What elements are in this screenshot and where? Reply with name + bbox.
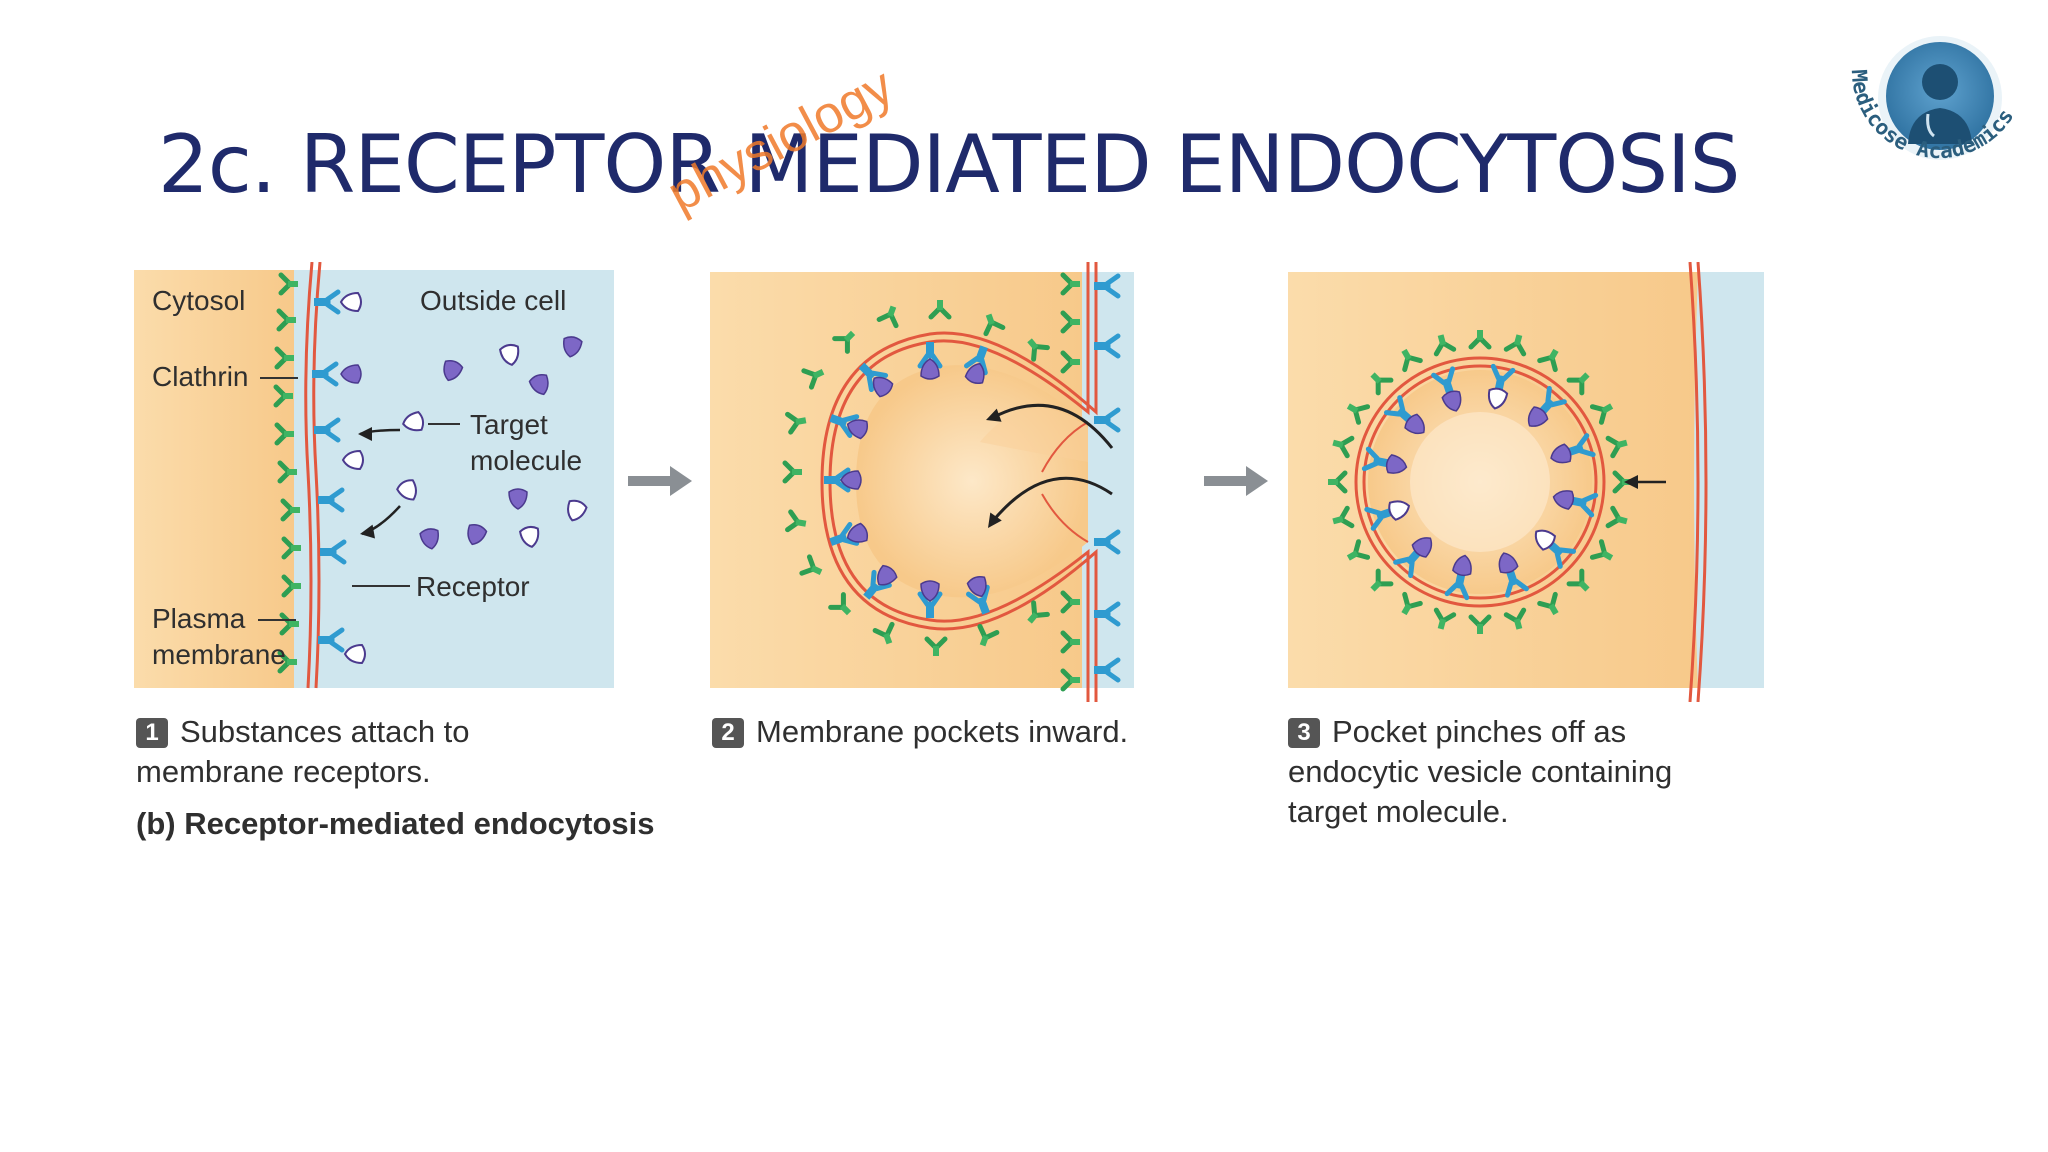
page-title: 2c. RECEPTOR MEDIATED ENDOCYTOSIS bbox=[158, 118, 1740, 211]
step-2-number: 2 bbox=[712, 718, 744, 748]
label-molecule: molecule bbox=[470, 445, 582, 476]
label-clathrin: Clathrin bbox=[152, 361, 248, 392]
panel-3-vesicle bbox=[1288, 262, 1764, 702]
label-target: Target bbox=[470, 409, 548, 440]
step-1-number: 1 bbox=[136, 718, 168, 748]
label-plasma: Plasma bbox=[152, 603, 246, 634]
step-1-line1: Substances attach to bbox=[180, 714, 470, 749]
step-3-line3: target molecule. bbox=[1288, 794, 1509, 829]
step-3-line2: endocytic vesicle containing bbox=[1288, 754, 1673, 789]
step-3-number: 3 bbox=[1288, 718, 1320, 748]
step-arrow-2 bbox=[1204, 466, 1268, 496]
step-2-line1: Membrane pockets inward. bbox=[756, 714, 1129, 749]
doctor-avatar-icon bbox=[1908, 64, 1972, 144]
panel-2-pocket bbox=[710, 262, 1134, 702]
panel-1-attach: Cytosol Outside cell Clathrin Target mol… bbox=[134, 262, 614, 689]
endocytosis-diagram: Cytosol Outside cell Clathrin Target mol… bbox=[134, 262, 1764, 702]
label-membrane: membrane bbox=[152, 639, 286, 670]
step-3-caption: 3 Pocket pinches off as endocytic vesicle… bbox=[1288, 712, 1808, 832]
label-receptor: Receptor bbox=[416, 571, 530, 602]
label-cytosol: Cytosol bbox=[152, 285, 245, 316]
step-2-caption: 2 Membrane pockets inward. bbox=[712, 712, 1272, 752]
step-arrow-1 bbox=[628, 466, 692, 496]
step-1-line2: membrane receptors. bbox=[136, 754, 431, 789]
label-outside-cell: Outside cell bbox=[420, 285, 566, 316]
step-3-line1: Pocket pinches off as bbox=[1332, 714, 1627, 749]
step-1-caption: 1 Substances attach to membrane receptors… bbox=[136, 712, 696, 792]
medicose-academics-logo: Medicose Academics bbox=[1847, 36, 2018, 163]
figure-caption: (b) Receptor-mediated endocytosis bbox=[136, 806, 655, 841]
